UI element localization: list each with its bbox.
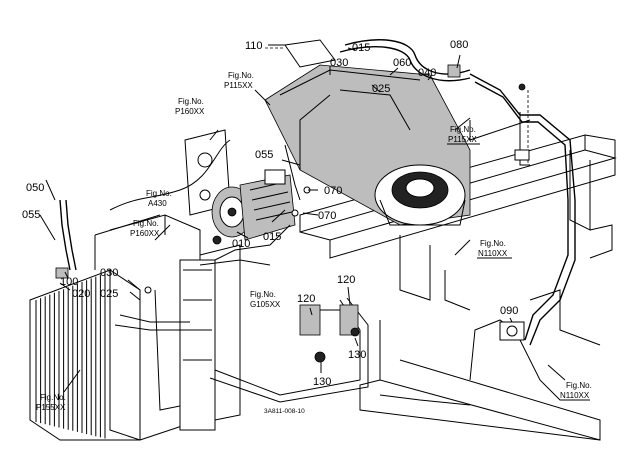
callout-040: 040 xyxy=(418,67,436,79)
callout-015: 015 xyxy=(352,42,370,54)
fig-ref-code: N110XX xyxy=(560,391,590,400)
fig-ref-code: P115XX xyxy=(448,135,477,144)
callout-020: 020 xyxy=(72,288,90,300)
fig-ref-code: P160XX xyxy=(130,229,160,238)
callout-070: 070 xyxy=(324,185,342,197)
fig-ref-label: Fig.No. xyxy=(133,219,159,228)
fig-ref-code: A430 xyxy=(148,199,167,208)
callout-025: 025 xyxy=(100,288,118,300)
fig-ref-label: Fig.No. xyxy=(146,189,172,198)
small-fittings xyxy=(55,64,526,363)
callout-130: 130 xyxy=(313,376,331,388)
fig-ref-label: Fig.No. xyxy=(480,239,506,248)
hvac-unit xyxy=(264,39,471,226)
callout-030: 030 xyxy=(100,267,118,279)
fig-ref-label: Fig.No. xyxy=(228,71,254,80)
callout-050: 050 xyxy=(26,182,44,194)
callout-120: 120 xyxy=(337,274,355,286)
callout-080: 080 xyxy=(450,39,468,51)
callout-110: 110 xyxy=(245,40,263,52)
callout-labels: 110 015 080 030 060 040 025 055 070 070 … xyxy=(22,39,518,388)
ac-compressor xyxy=(184,129,296,245)
chassis-frame xyxy=(299,90,617,441)
callout-055: 055 xyxy=(255,149,273,161)
fig-ref-code: P115XX xyxy=(224,81,253,90)
condenser-radiator xyxy=(29,214,241,441)
callout-090: 090 xyxy=(500,305,518,317)
callout-030: 030 xyxy=(330,57,348,69)
callout-010: 010 xyxy=(232,238,250,250)
callout-130: 130 xyxy=(348,349,366,361)
fig-ref-label: Fig.No. xyxy=(566,381,592,390)
callout-025: 025 xyxy=(372,83,390,95)
fig-ref-code: P160XX xyxy=(175,107,205,116)
leader-lines xyxy=(39,44,566,393)
figure-references: Fig.No. P115XX Fig.No. P160XX Fig.No. P1… xyxy=(36,71,592,412)
fig-ref-label: Fig.No. xyxy=(178,97,204,106)
fig-ref-code: P155XX xyxy=(36,403,66,412)
fig-ref-code: N110XX xyxy=(478,249,508,258)
drawing-number: 3A811-008-10 xyxy=(264,408,305,415)
fig-ref-code: G105XX xyxy=(250,300,281,309)
callout-120: 120 xyxy=(297,293,315,305)
fig-ref-label: Fig.No. xyxy=(250,290,276,299)
fig-ref-label: Fig.No. xyxy=(40,393,66,402)
callout-100: 100 xyxy=(60,276,78,288)
callout-060: 060 xyxy=(393,57,411,69)
callout-055: 055 xyxy=(22,209,40,221)
callout-070: 070 xyxy=(318,210,336,222)
fig-ref-label: Fig.No. xyxy=(450,125,476,134)
callout-015: 015 xyxy=(263,231,281,243)
